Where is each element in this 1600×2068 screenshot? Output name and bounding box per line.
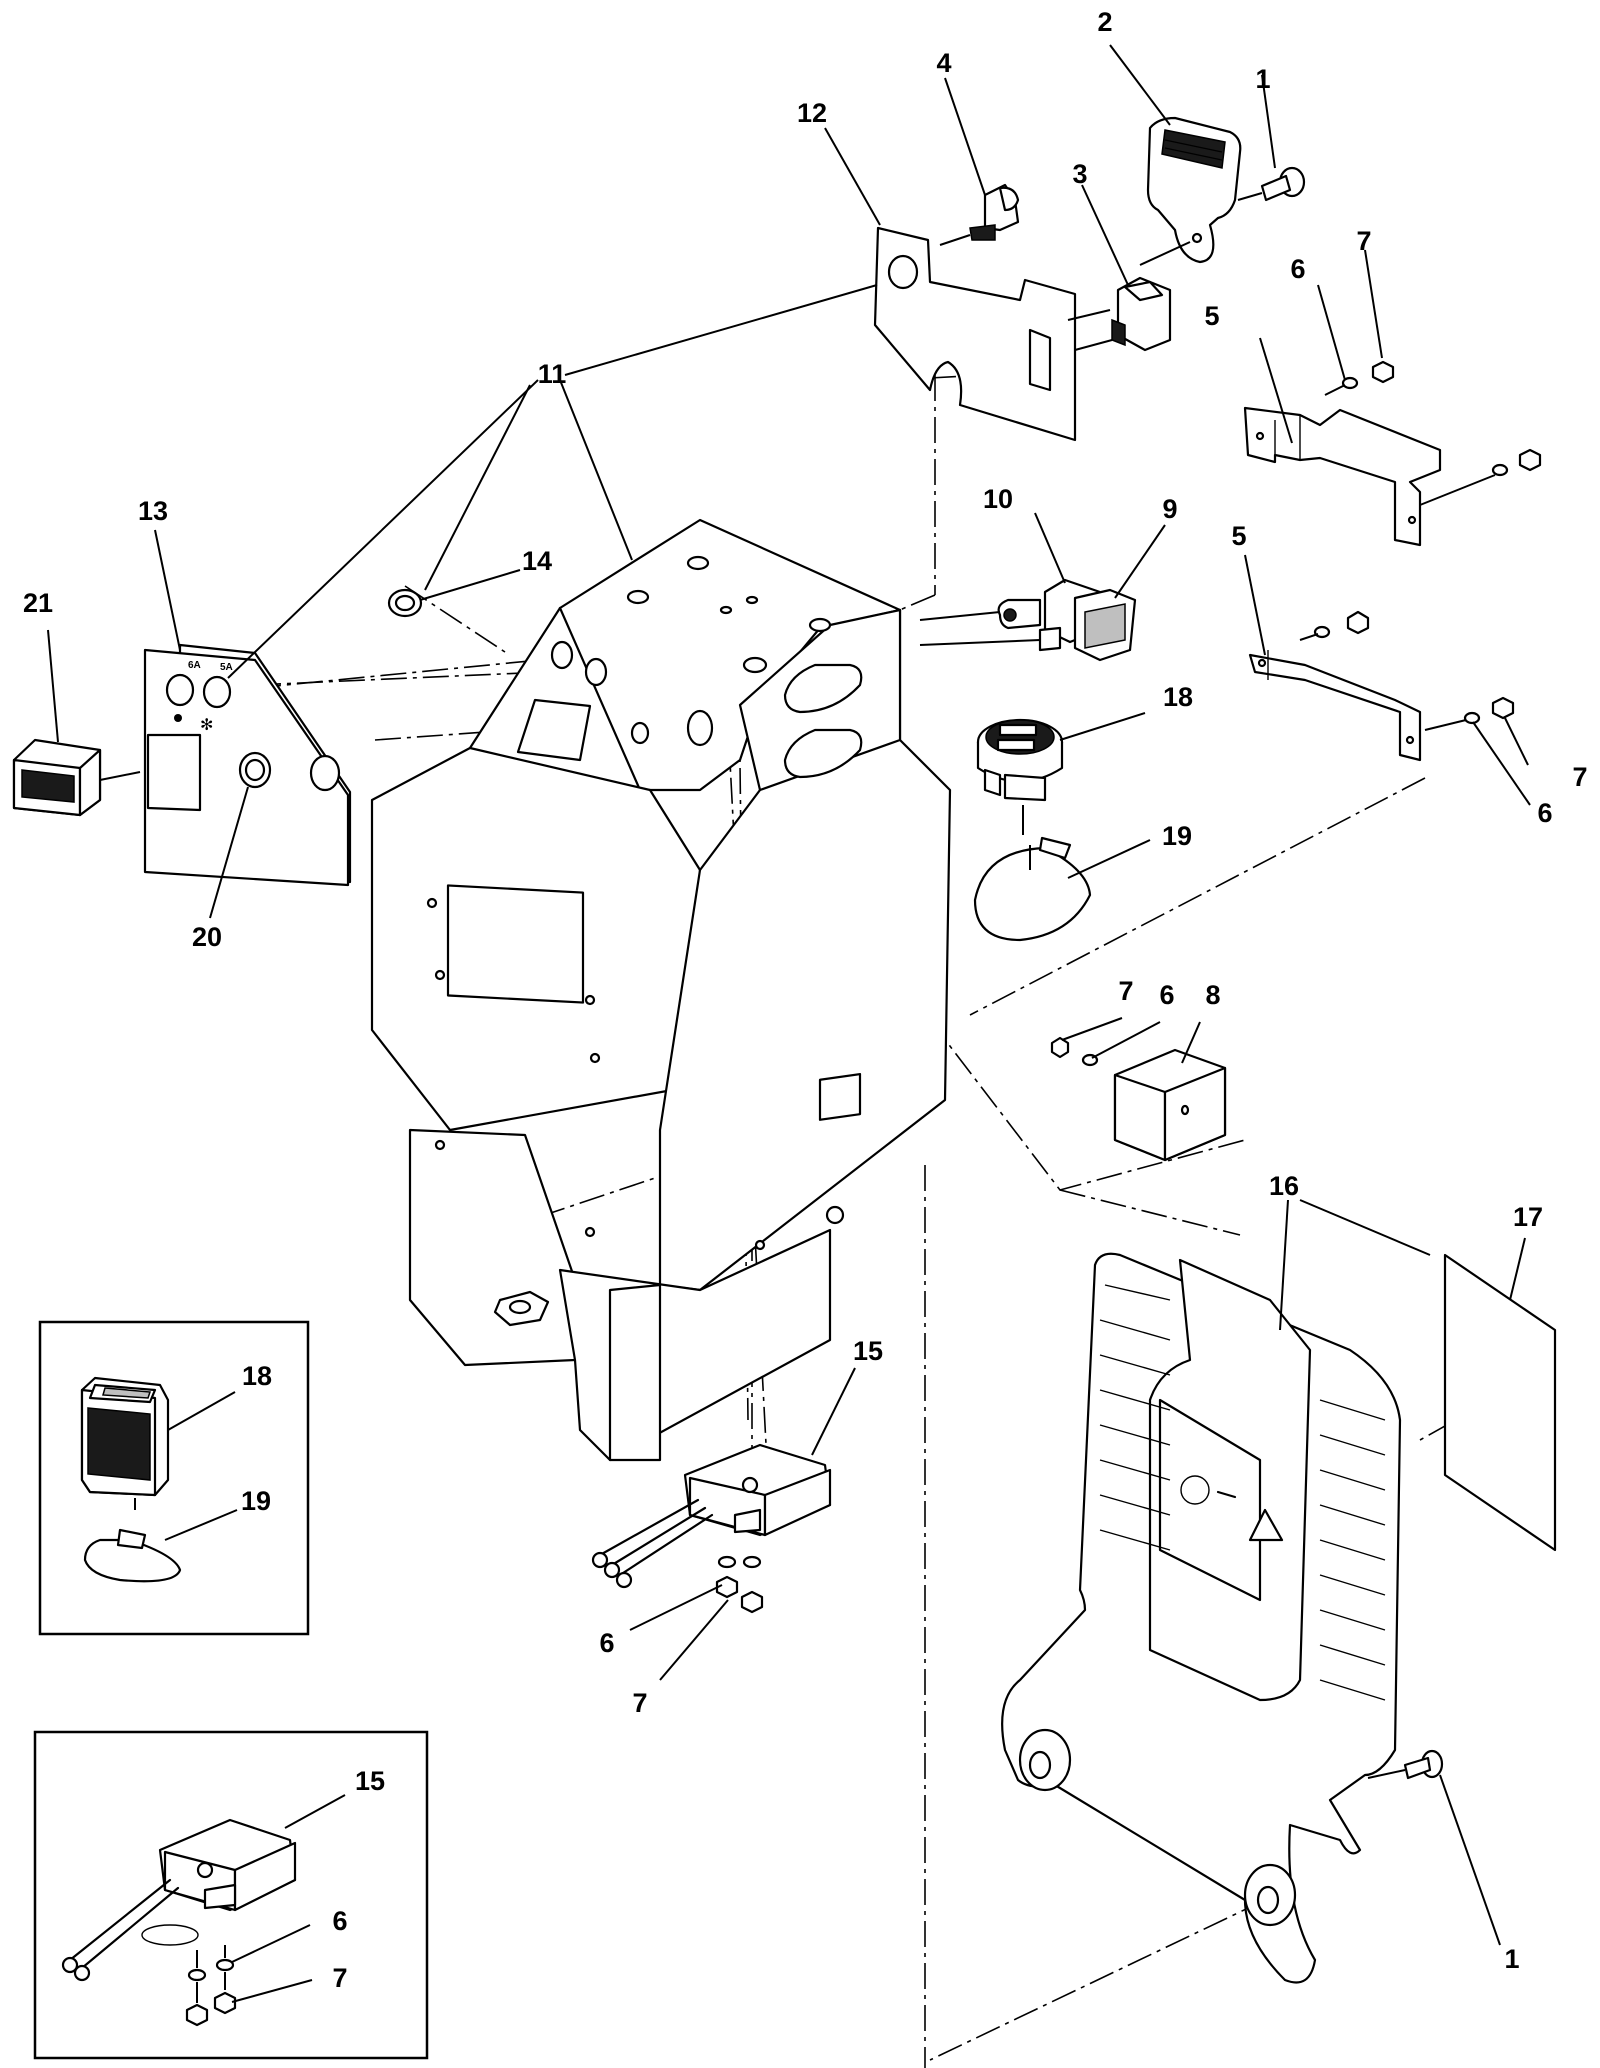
inset-meter-18-19 — [38, 1320, 310, 1636]
callout-20: 20 — [192, 922, 222, 952]
inset-connector-15 — [33, 1730, 429, 2060]
svg-text:5A: 5A — [220, 662, 233, 673]
mounting-plate-12 — [873, 226, 1077, 442]
grommet-14 — [387, 588, 423, 618]
callout-leaders — [47, 44, 1531, 2003]
callout-21: 21 — [23, 588, 53, 618]
hour-meter-18-round — [976, 718, 1064, 835]
console-housing — [370, 518, 952, 1462]
callout-12: 12 — [797, 98, 827, 128]
relay-8 — [1050, 1036, 1227, 1162]
callout-6-inset: 6 — [332, 1906, 347, 1936]
key-bracket-2 — [1139, 116, 1242, 266]
callout-6-right: 6 — [1537, 798, 1552, 828]
callout-19-inset: 19 — [241, 1486, 271, 1516]
callout-5-upper: 5 — [1204, 301, 1219, 331]
callout-17: 17 — [1513, 1202, 1543, 1232]
screw-1-lower — [1367, 1749, 1444, 1780]
seat-shell-16 — [1001, 1252, 1402, 1984]
battery-connector-15 — [591, 1443, 832, 1614]
callout-18-round: 18 — [1163, 682, 1193, 712]
callout-15-main: 15 — [853, 1336, 883, 1366]
rocker-switch-3 — [1067, 276, 1172, 352]
fan-symbol-icon: ✻ — [200, 715, 213, 734]
callout-16: 16 — [1269, 1171, 1299, 1201]
circuit-breaker-9-10 — [919, 578, 1137, 662]
cable-tie-19-round — [973, 836, 1092, 942]
svg-text:6A: 6A — [188, 660, 201, 671]
callout-labels: 1 2 3 4 5 6 7 12 11 10 9 5 7 6 18 19 14 … — [23, 7, 1588, 1993]
callout-10: 10 — [983, 484, 1013, 514]
key-switch-4 — [939, 183, 1020, 246]
callout-1-lower: 1 — [1504, 1944, 1519, 1974]
callout-5-lower: 5 — [1231, 521, 1246, 551]
callout-6-upper: 6 — [1290, 254, 1305, 284]
callout-19-round: 19 — [1162, 821, 1192, 851]
hour-meter-21 — [12, 738, 141, 817]
callout-9: 9 — [1162, 494, 1177, 524]
callout-7-inset: 7 — [332, 1963, 347, 1993]
callout-1-top: 1 — [1255, 64, 1270, 94]
callout-7-upper: 7 — [1356, 226, 1371, 256]
callout-7-right: 7 — [1572, 762, 1587, 792]
callout-3: 3 — [1072, 159, 1087, 189]
callout-13: 13 — [138, 496, 168, 526]
callout-8: 8 — [1205, 980, 1220, 1010]
screw-1-top — [1237, 166, 1306, 202]
seat-label-17 — [1443, 1253, 1557, 1552]
callout-6-relay: 6 — [1159, 980, 1174, 1010]
callout-2: 2 — [1097, 7, 1112, 37]
bracket-5-lower — [1248, 610, 1515, 762]
callout-7-relay: 7 — [1118, 976, 1133, 1006]
callout-15-inset: 15 — [355, 1766, 385, 1796]
callout-4: 4 — [936, 48, 951, 78]
callout-6-main: 6 — [599, 1628, 614, 1658]
bracket-5-upper — [1243, 360, 1542, 547]
callout-18-inset: 18 — [242, 1361, 272, 1391]
gauge-panel-13: 6A 5A ✻ — [143, 643, 352, 887]
callout-14: 14 — [522, 546, 552, 576]
callout-7-main: 7 — [632, 1688, 647, 1718]
callout-11: 11 — [538, 359, 567, 389]
